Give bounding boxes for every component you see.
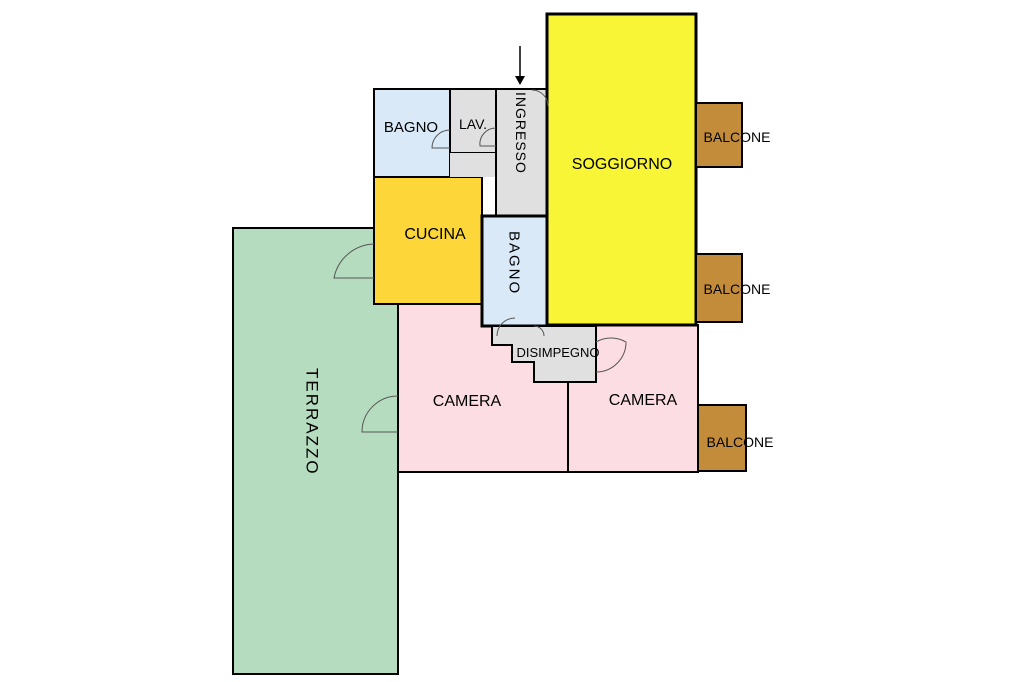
room-disimpegno: [491, 325, 597, 383]
room-terrazzo: [232, 227, 399, 675]
label-balcone-2: BALCONE: [704, 281, 771, 297]
room-balcone-3: [697, 404, 747, 472]
label-bagno-mid: BAGNO: [506, 231, 523, 295]
label-balcone-1: BALCONE: [704, 129, 771, 145]
label-lav: LAV.: [459, 116, 487, 132]
entrance-arrow-icon: [515, 46, 525, 85]
label-camera-right: CAMERA: [609, 392, 678, 409]
label-camera-left: CAMERA: [433, 393, 502, 410]
room-lav: [449, 88, 497, 154]
room-soggiorno: [545, 12, 698, 327]
room-balcone-1: [695, 102, 743, 168]
label-ingresso: INGRESSO: [513, 92, 529, 174]
room-lav-passage: [450, 153, 496, 177]
room-balcone-2: [695, 253, 743, 323]
label-balcone-3: BALCONE: [707, 434, 774, 450]
label-disimpegno: DISIMPEGNO: [516, 345, 599, 360]
room-bagno-mid: [480, 214, 550, 328]
label-soggiorno: SOGGIORNO: [572, 156, 672, 173]
label-terrazzo: TERRAZZO: [303, 368, 322, 476]
label-bagno-top: BAGNO: [384, 119, 438, 136]
door-swing-icon: [333, 89, 627, 433]
room-bagno-top: [373, 88, 451, 178]
label-cucina: CUCINA: [404, 226, 466, 243]
